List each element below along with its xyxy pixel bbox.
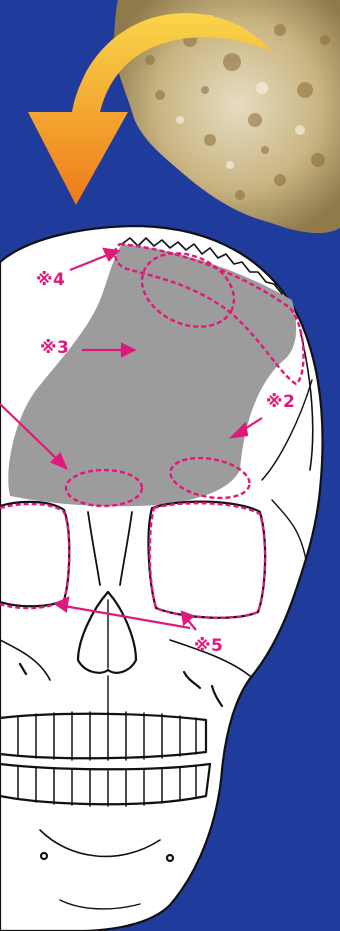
callout-label-5: ※5	[194, 636, 223, 656]
callout-label-3: ※3	[40, 338, 69, 358]
callout-label-2: ※2	[266, 392, 295, 412]
callout-label-4: ※4	[36, 270, 65, 290]
skull-front-view-icon	[0, 226, 323, 931]
